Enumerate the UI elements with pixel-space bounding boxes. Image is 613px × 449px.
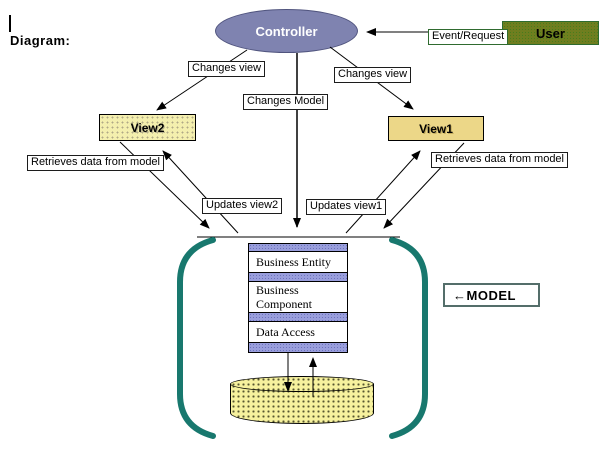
edge-model-to-view2 — [162, 150, 239, 234]
event-request-label[interactable]: Event/Request — [428, 29, 509, 45]
diagram-caption: Diagram: — [10, 33, 71, 48]
retrieves-data-left-label[interactable]: Retrieves data from model — [27, 155, 164, 171]
edge-model-to-view1 — [345, 150, 421, 234]
changes-view-right-label[interactable]: Changes view — [334, 67, 412, 83]
view2-node[interactable]: View2 — [99, 114, 196, 141]
view2-label: View2 — [130, 120, 165, 135]
updates-view1-label[interactable]: Updates view1 — [306, 199, 387, 215]
updates-view2-label[interactable]: Updates view2 — [202, 198, 283, 214]
edge-controller-to-view2 — [156, 49, 248, 111]
user-node[interactable]: User — [502, 21, 599, 45]
database-cylinder-top[interactable] — [230, 376, 374, 392]
business-component-row[interactable]: Business Component — [249, 281, 347, 313]
business-entity-row[interactable]: Business Entity — [249, 251, 347, 273]
business-entity-label: Business Entity — [256, 255, 332, 269]
view1-label: View1 — [419, 121, 453, 136]
controller-label: Controller — [255, 23, 318, 39]
controller-node[interactable]: Controller — [215, 9, 358, 53]
retrieves-data-right-label[interactable]: Retrieves data from model — [431, 152, 568, 168]
view1-node[interactable]: View1 — [388, 116, 484, 141]
model-brace-left — [177, 237, 216, 439]
model-tag-label: ←MODEL — [453, 287, 516, 303]
changes-model-label[interactable]: Changes Model — [243, 94, 329, 110]
changes-view-left-label[interactable]: Changes view — [188, 61, 266, 77]
model-tag[interactable]: ←MODEL — [443, 283, 540, 307]
data-access-row[interactable]: Data Access — [249, 321, 347, 343]
model-brace-right — [389, 237, 428, 439]
user-label: User — [536, 25, 565, 41]
data-access-label: Data Access — [256, 325, 315, 339]
model-component-stack[interactable]: Business Entity Business Component Data … — [248, 243, 348, 353]
business-component-label: Business Component — [256, 283, 312, 311]
text-cursor — [9, 15, 11, 32]
